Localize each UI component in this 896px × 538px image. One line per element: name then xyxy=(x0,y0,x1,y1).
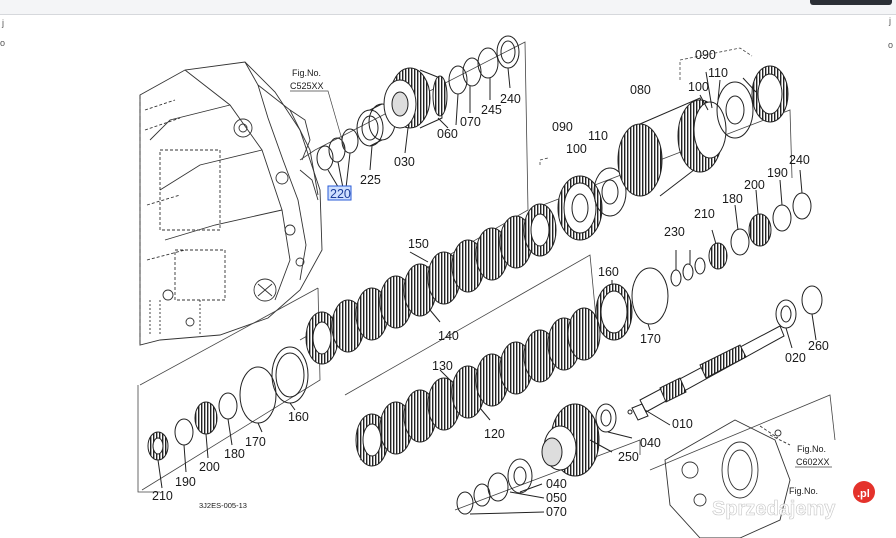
figure-ref-code[interactable]: C525XX xyxy=(290,81,324,91)
part-label[interactable]: 230 xyxy=(664,225,685,239)
part-label[interactable]: 040 xyxy=(546,477,567,491)
main-shaft xyxy=(595,325,785,439)
part-label[interactable]: 240 xyxy=(500,92,521,106)
clutch-drum-assembly xyxy=(557,65,789,241)
part-label[interactable]: 200 xyxy=(744,178,765,192)
diagram-code: 3J2ES-005-13 xyxy=(199,501,247,510)
upper-clutch-disc-pack xyxy=(305,203,557,365)
watermark-text: Sprzedajemy xyxy=(712,498,836,520)
figure-ref-title: Fig.No. xyxy=(292,68,321,78)
retainer-rings xyxy=(595,267,823,349)
part-label[interactable]: 010 xyxy=(672,417,693,431)
part-label[interactable]: 200 xyxy=(199,460,220,474)
edge-mark: j xyxy=(889,16,891,26)
figure-ref-code[interactable]: C602XX xyxy=(796,457,830,467)
part-label[interactable]: 100 xyxy=(688,80,709,94)
part-label[interactable]: 150 xyxy=(408,237,429,251)
edge-mark: o xyxy=(0,38,6,48)
rear-cover-housing xyxy=(664,419,791,538)
snap-ring-set xyxy=(670,169,812,287)
watermark-suffix: .pl xyxy=(857,488,870,500)
part-label[interactable]: 110 xyxy=(708,66,728,80)
selected-part-highlight[interactable] xyxy=(327,185,352,201)
browser-top-bar xyxy=(0,0,896,15)
part-label[interactable]: 130 xyxy=(432,359,453,373)
part-label[interactable]: 050 xyxy=(546,491,567,505)
sprzedajemy-watermark: Sprzedajemy .pl xyxy=(712,481,875,520)
bottom-left-assembly xyxy=(147,346,309,489)
figure-ref-title: Fig.No. xyxy=(789,486,818,496)
bottom-ring-set xyxy=(456,458,545,515)
watermark-logo-icon xyxy=(853,481,875,503)
part-label[interactable]: 190 xyxy=(175,475,196,489)
transmission-housing xyxy=(139,61,323,346)
part-label[interactable]: 030 xyxy=(394,155,415,169)
top-menu-button[interactable] xyxy=(810,0,892,5)
part-label[interactable]: 210 xyxy=(694,207,715,221)
part-label[interactable]: 060 xyxy=(437,127,458,141)
part-label[interactable]: 245 xyxy=(481,103,502,117)
edge-mark: o xyxy=(888,40,894,50)
part-label[interactable]: 170 xyxy=(245,435,266,449)
part-label[interactable]: 210 xyxy=(152,489,173,503)
part-label[interactable]: 080 xyxy=(630,83,651,97)
part-label[interactable]: 190 xyxy=(767,166,788,180)
part-label[interactable]: 250 xyxy=(618,450,639,464)
part-label[interactable]: 140 xyxy=(438,329,459,343)
part-label[interactable]: 180 xyxy=(722,192,743,206)
part-label[interactable]: 070 xyxy=(546,505,567,519)
part-label[interactable]: 090 xyxy=(695,48,716,62)
edge-mark: j xyxy=(2,18,4,28)
part-label[interactable]: 110 xyxy=(588,129,608,143)
part-label[interactable]: 100 xyxy=(566,142,587,156)
part-label[interactable]: 225 xyxy=(360,173,381,187)
top-shaft-assembly xyxy=(316,35,520,191)
lower-clutch-disc-pack xyxy=(355,307,601,467)
part-label[interactable]: 180 xyxy=(224,447,245,461)
part-label[interactable]: 160 xyxy=(598,265,619,279)
part-label[interactable]: 070 xyxy=(460,115,481,129)
part-label[interactable]: 090 xyxy=(552,120,573,134)
part-label[interactable]: 170 xyxy=(640,332,661,346)
figure-ref-title: Fig.No. xyxy=(797,444,826,454)
part-label[interactable]: 040 xyxy=(640,436,661,450)
part-label[interactable]: 020 xyxy=(785,351,806,365)
drive-gear xyxy=(541,403,613,477)
part-label-selected[interactable]: 220 xyxy=(330,187,351,201)
part-label[interactable]: 260 xyxy=(808,339,829,353)
part-label[interactable]: 160 xyxy=(288,410,309,424)
part-label[interactable]: 240 xyxy=(789,153,810,167)
part-label[interactable]: 120 xyxy=(484,427,505,441)
